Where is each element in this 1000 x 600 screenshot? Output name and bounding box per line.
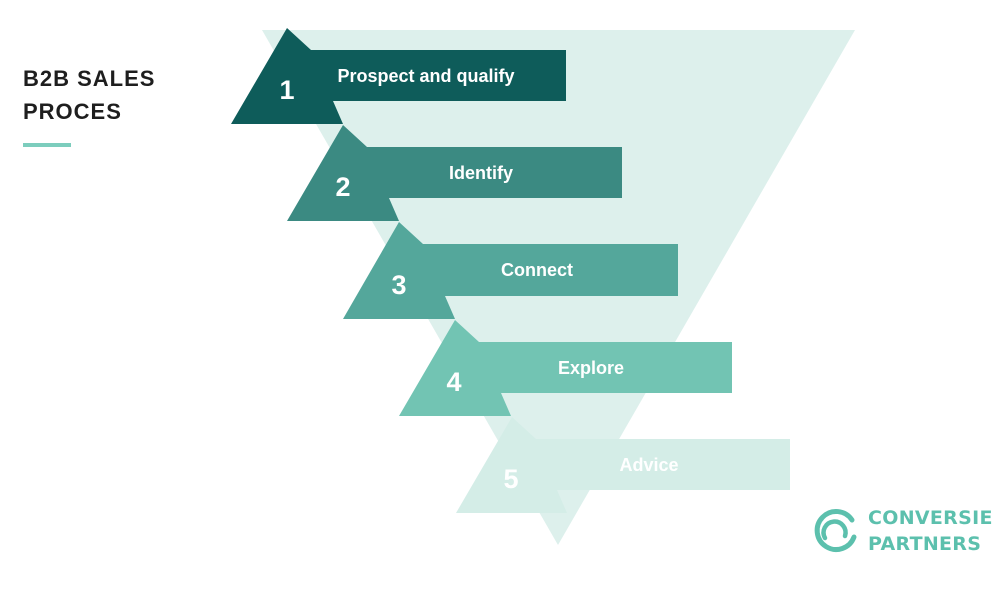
step-1-ribbon: [231, 28, 566, 124]
funnel-step-1: 1 Prospect and qualify: [231, 28, 566, 124]
logo-line-2: PARTNERS: [868, 533, 982, 555]
step-4-label: Explore: [558, 358, 624, 378]
funnel-step-3: 3 Connect: [343, 222, 678, 319]
step-4-number: 4: [446, 367, 461, 397]
step-4-ribbon: [399, 320, 732, 416]
page-title: B2B SALES PROCES: [23, 62, 155, 128]
funnel-step-4: 4 Explore: [399, 320, 732, 416]
title-underline: [23, 143, 71, 147]
title-line-1: B2B SALES: [23, 66, 156, 91]
step-5-number: 5: [503, 464, 518, 494]
logo-wordmark: CONVERSIE PARTNERS: [868, 505, 993, 557]
step-3-ribbon: [343, 222, 678, 319]
step-2-number: 2: [335, 172, 350, 202]
step-5-label: Advice: [619, 455, 678, 475]
circular-arrows-icon: [814, 508, 857, 552]
title-line-2: PROCES: [23, 99, 122, 124]
step-1-label: Prospect and qualify: [337, 66, 514, 86]
logo-line-1: CONVERSIE: [868, 507, 993, 529]
step-2-label: Identify: [449, 163, 513, 183]
company-logo: CONVERSIE PARTNERS: [812, 503, 992, 559]
step-2-ribbon: [287, 125, 622, 221]
step-3-number: 3: [391, 270, 406, 300]
step-1-number: 1: [279, 75, 294, 105]
funnel-step-5: 5 Advice: [456, 417, 790, 513]
funnel-step-2: 2 Identify: [287, 125, 622, 221]
step-5-ribbon: [456, 417, 790, 513]
step-3-label: Connect: [501, 260, 573, 280]
